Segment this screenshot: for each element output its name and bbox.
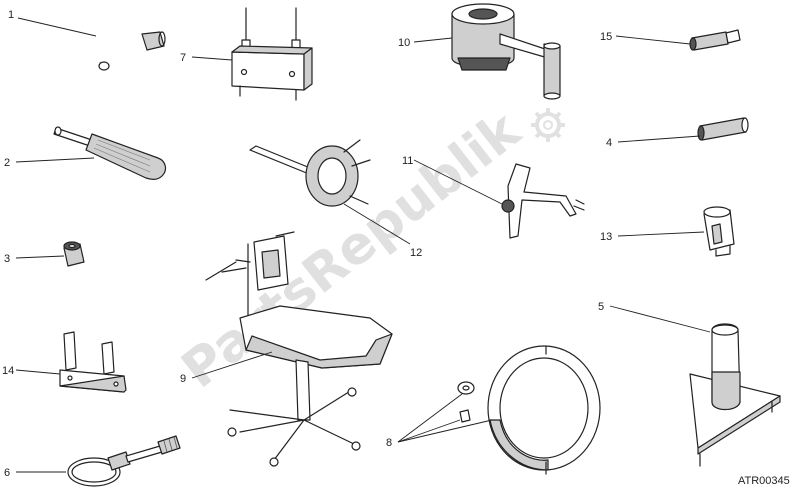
part-5-triangle-base (689, 323, 781, 467)
part-13-socket (703, 206, 735, 257)
label-15: 15 (600, 31, 612, 43)
label-1: 1 (8, 9, 14, 21)
part-1-hook-tool (92, 10, 166, 71)
callout-labels: 1 2 3 4 5 6 7 8 9 10 11 12 13 14 15 (2, 9, 612, 479)
label-11: 11 (402, 155, 413, 167)
part-8-large-ring (457, 345, 601, 475)
label-12: 12 (410, 247, 422, 259)
label-8: 8 (386, 437, 392, 449)
part-6-strap-wrench (67, 435, 181, 487)
gear-icon (531, 108, 565, 142)
label-3: 3 (4, 253, 10, 265)
label-7: 7 (180, 52, 186, 64)
part-15-pin (689, 29, 741, 51)
part-4-pin (697, 117, 749, 141)
part-7-pin-plate (231, 7, 313, 101)
label-10: 10 (398, 37, 410, 49)
part-10-holder (451, 3, 561, 100)
part-2-handle-tool (53, 126, 167, 180)
part-3-bushing (63, 241, 85, 267)
label-2: 2 (4, 157, 10, 169)
label-6: 6 (4, 467, 10, 479)
label-4: 4 (606, 137, 612, 149)
label-13: 13 (600, 231, 612, 243)
label-9: 9 (180, 373, 186, 385)
part-9-stand (205, 231, 393, 467)
part-12-ring-tool (249, 139, 371, 207)
part-14-bracket (59, 331, 127, 393)
part-11-angle-bracket (501, 163, 585, 239)
diagram-code: ATR00345 (738, 475, 790, 487)
label-5: 5 (598, 301, 604, 313)
label-14: 14 (2, 365, 14, 377)
leader-lines (15, 17, 711, 473)
